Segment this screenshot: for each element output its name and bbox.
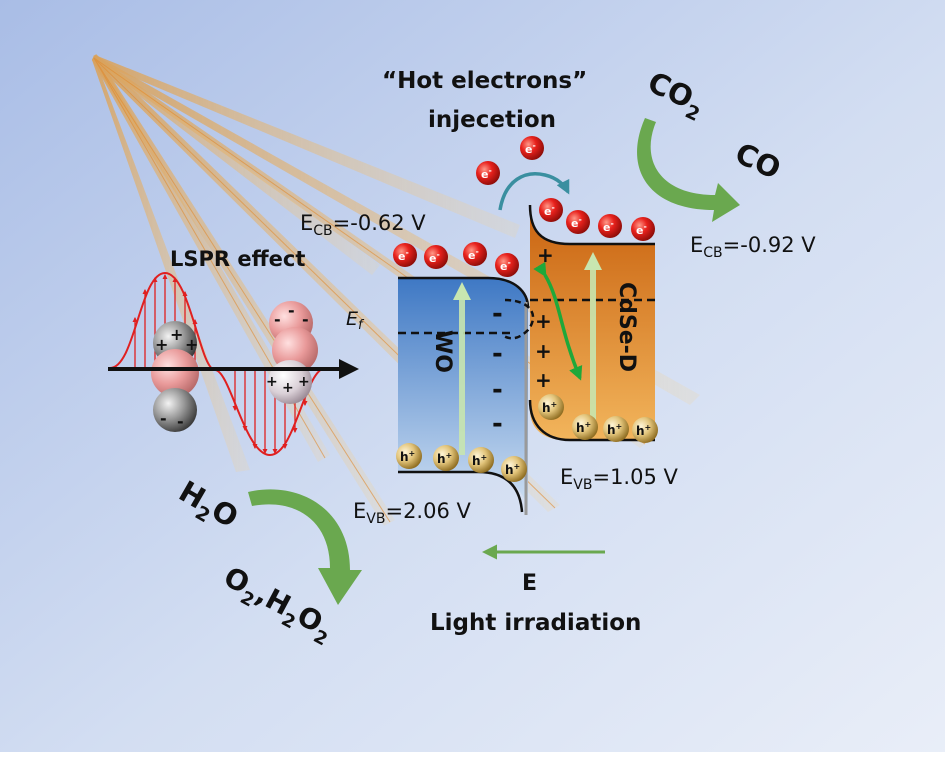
svg-text:h+: h+ (437, 451, 452, 466)
charge-minus: - (177, 412, 184, 431)
electrons: e- e- e- e- e- e- e- e- e- e- (393, 136, 655, 277)
co2-reduction-arrow (637, 118, 740, 222)
svg-text:e-: e- (603, 219, 614, 234)
electron: e- (598, 214, 622, 238)
svg-text:h+: h+ (472, 453, 487, 468)
evb-wo-label: EVB=2.06 V (353, 499, 471, 527)
charge-plus: + (535, 309, 552, 333)
charge-transfer-arrow (533, 261, 583, 381)
charge-plus: + (185, 335, 198, 354)
electron: e- (463, 242, 487, 266)
wo-label: WO (430, 330, 455, 373)
hole: h+ (433, 445, 459, 471)
hole: h+ (468, 447, 494, 473)
svg-text:e-: e- (429, 250, 440, 265)
charge-minus: - (492, 375, 503, 405)
svg-text:e-: e- (481, 166, 492, 181)
light-irradiation-label: Light irradiation (430, 610, 641, 636)
excitation-arrowhead-cdse (584, 252, 602, 270)
particle-bottom-left (153, 388, 197, 432)
nanoparticles: + + + - - - - - + + + (151, 301, 318, 432)
svg-text:e-: e- (525, 141, 536, 156)
ecb-cdse-label: ECB=-0.92 V (690, 233, 816, 261)
charge-plus: + (535, 368, 552, 392)
electron: e- (424, 245, 448, 269)
charge-plus: + (535, 339, 552, 363)
electron: e- (520, 136, 544, 160)
charge-plus: + (155, 335, 168, 354)
water-oxidation-arrow (248, 489, 362, 605)
svg-text:h+: h+ (400, 449, 415, 464)
svg-text:h+: h+ (505, 462, 520, 477)
hole: h+ (501, 456, 527, 482)
holes: h+ h+ h+ h+ h+ h+ h+ h+ (396, 394, 658, 482)
charge-minus: - (274, 310, 281, 329)
charge-minus: - (492, 339, 503, 369)
charge-plus: + (266, 374, 278, 390)
svg-text:h+: h+ (636, 423, 651, 438)
injection-title: injecetion (428, 107, 556, 133)
hole: h+ (632, 417, 658, 443)
svg-text:h+: h+ (607, 422, 622, 437)
charge-minus: - (302, 310, 309, 329)
lspr-label: LSPR effect (170, 247, 305, 271)
charge-minus: - (492, 409, 503, 439)
cdse-label: CdSe-D (614, 282, 639, 372)
hole: h+ (603, 416, 629, 442)
svg-text:e-: e- (468, 247, 479, 262)
excitation-arrowhead-wo (453, 282, 471, 300)
charge-plus: + (282, 380, 294, 396)
svg-text:e-: e- (571, 215, 582, 230)
wo-space-charge: - - - - (492, 299, 503, 439)
excitation-arrows (459, 262, 596, 455)
injection-arrow (498, 172, 570, 211)
svg-text:e-: e- (636, 222, 647, 237)
hole: h+ (538, 394, 564, 420)
electron: e- (539, 198, 563, 222)
charge-minus: - (160, 409, 167, 428)
hole: h+ (572, 414, 598, 440)
svg-text:e-: e- (500, 258, 511, 273)
charge-plus: + (537, 243, 554, 267)
electron: e- (495, 253, 519, 277)
svg-text:h+: h+ (576, 420, 591, 435)
field-label: E (522, 571, 537, 596)
electron: e- (476, 161, 500, 185)
charge-plus: + (298, 374, 310, 390)
hot-electrons-title: “Hot electrons” (382, 68, 587, 94)
svg-text:e-: e- (398, 248, 409, 263)
electron: e- (566, 210, 590, 234)
bottom-margin (0, 752, 945, 759)
interface-curve (501, 298, 535, 340)
svg-text:e-: e- (544, 203, 555, 218)
hole: h+ (396, 443, 422, 469)
ecb-wo-label: ECB=-0.62 V (300, 211, 426, 239)
evb-cdse-label: EVB=1.05 V (560, 465, 678, 493)
fermi-label: Ef (346, 308, 365, 333)
electron: e- (631, 217, 655, 241)
charge-minus: - (288, 301, 295, 320)
charge-plus: + (170, 325, 183, 344)
svg-text:h+: h+ (542, 400, 557, 415)
charge-minus: - (492, 299, 503, 329)
particle-center-left (151, 349, 199, 397)
cdse-space-charge: + + + + (535, 243, 554, 392)
electron: e- (393, 243, 417, 267)
